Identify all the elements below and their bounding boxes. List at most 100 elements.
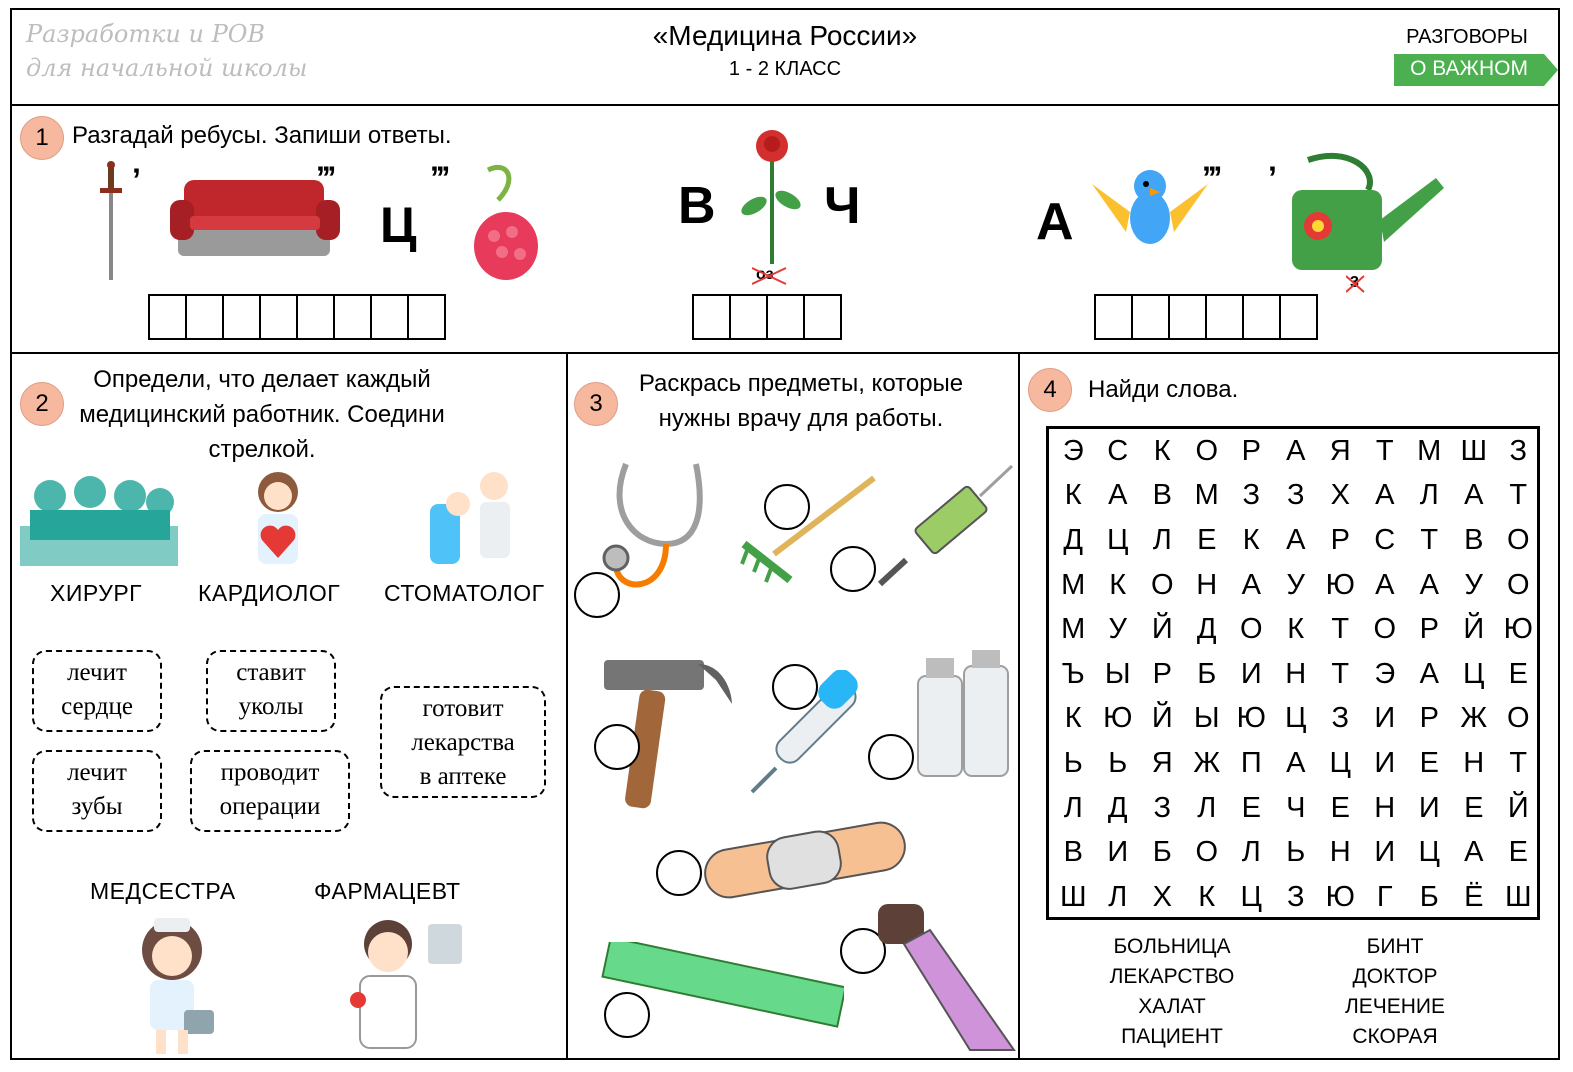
grid-letter[interactable]: Я [1151, 746, 1173, 779]
answer-cell[interactable] [407, 294, 446, 340]
grid-letter[interactable]: Р [1330, 523, 1350, 556]
grid-letter[interactable]: Р [1419, 613, 1439, 646]
grid-letter[interactable]: Н [1463, 746, 1485, 779]
answer-cell[interactable] [259, 294, 298, 340]
grid-letter[interactable]: Т [1420, 523, 1439, 556]
grid-letter[interactable]: А [1286, 746, 1306, 779]
grid-letter[interactable]: Ш [1460, 434, 1488, 467]
grid-letter[interactable]: Ь [1108, 746, 1128, 779]
grid-letter[interactable]: Ю [1325, 568, 1355, 601]
grid-letter[interactable]: В [1063, 836, 1083, 869]
grid-letter[interactable]: М [1061, 568, 1086, 601]
grid-letter[interactable]: У [1286, 568, 1305, 601]
color-circle-ruler[interactable] [604, 992, 650, 1038]
grid-letter[interactable]: К [1064, 479, 1082, 512]
grid-letter[interactable]: А [1464, 479, 1484, 512]
grid-letter[interactable]: Ъ [1061, 657, 1085, 690]
grid-letter[interactable]: А [1375, 479, 1395, 512]
grid-letter[interactable]: К [1198, 880, 1216, 913]
grid-letter[interactable]: У [1108, 613, 1127, 646]
grid-letter[interactable]: З [1331, 702, 1350, 735]
grid-letter[interactable]: К [1242, 523, 1260, 556]
grid-letter[interactable]: Й [1507, 791, 1529, 824]
grid-letter[interactable]: Д [1063, 523, 1084, 556]
answer-cell[interactable] [296, 294, 335, 340]
grid-letter[interactable]: Р [1241, 434, 1261, 467]
grid-letter[interactable]: Е [1508, 657, 1528, 690]
grid-letter[interactable]: Т [1331, 657, 1350, 690]
grid-letter[interactable]: Л [1197, 791, 1217, 824]
grid-letter[interactable]: Ё [1464, 880, 1484, 913]
grid-letter[interactable]: Т [1509, 746, 1528, 779]
grid-letter[interactable]: Ц [1418, 836, 1440, 869]
grid-letter[interactable]: Ю [1103, 702, 1133, 735]
grid-letter[interactable]: З [1153, 791, 1172, 824]
action-box-pharmacy[interactable]: готовит лекарства в аптеке [380, 686, 546, 798]
grid-letter[interactable]: Б [1197, 657, 1217, 690]
grid-letter[interactable]: Л [1419, 479, 1439, 512]
grid-letter[interactable]: О [1239, 613, 1263, 646]
answer-cell[interactable] [370, 294, 409, 340]
color-circle-stethoscope[interactable] [574, 572, 620, 618]
color-circle-vials[interactable] [868, 734, 914, 780]
grid-letter[interactable]: К [1064, 702, 1082, 735]
grid-letter[interactable]: Э [1062, 434, 1084, 467]
grid-letter[interactable]: М [1417, 434, 1442, 467]
grid-letter[interactable]: А [1464, 836, 1484, 869]
grid-letter[interactable]: Ь [1286, 836, 1306, 869]
grid-letter[interactable]: Б [1152, 836, 1172, 869]
grid-letter[interactable]: Н [1329, 836, 1351, 869]
grid-letter[interactable]: И [1418, 791, 1440, 824]
grid-letter[interactable]: А [1419, 657, 1439, 690]
grid-letter[interactable]: Б [1419, 880, 1439, 913]
grid-letter[interactable]: Х [1152, 880, 1172, 913]
grid-letter[interactable]: М [1194, 479, 1219, 512]
grid-letter[interactable]: О [1195, 434, 1219, 467]
grid-letter[interactable]: З [1242, 479, 1261, 512]
grid-letter[interactable]: Ч [1286, 791, 1306, 824]
answer-cell[interactable] [185, 294, 224, 340]
grid-letter[interactable]: З [1286, 880, 1305, 913]
grid-letter[interactable]: Л [1063, 791, 1083, 824]
grid-letter[interactable]: П [1240, 746, 1262, 779]
answer-cell[interactable] [692, 294, 731, 340]
grid-letter[interactable]: Е [1241, 791, 1261, 824]
grid-letter[interactable]: О [1506, 568, 1530, 601]
action-box-injections[interactable]: ставит уколы [206, 650, 336, 732]
answer-cell[interactable] [1168, 294, 1207, 340]
grid-letter[interactable]: Ю [1503, 613, 1533, 646]
grid-letter[interactable]: О [1150, 568, 1174, 601]
grid-letter[interactable]: Й [1151, 613, 1173, 646]
grid-letter[interactable]: Е [1508, 836, 1528, 869]
grid-letter[interactable]: Р [1419, 702, 1439, 735]
answer-cell[interactable] [148, 294, 187, 340]
answer-boxes-1[interactable] [148, 294, 446, 340]
grid-letter[interactable]: Ш [1504, 880, 1532, 913]
grid-letter[interactable]: Ю [1236, 702, 1266, 735]
answer-boxes-3[interactable] [1094, 294, 1318, 340]
grid-letter[interactable]: А [1375, 568, 1395, 601]
grid-letter[interactable]: Ы [1193, 702, 1220, 735]
grid-letter[interactable]: А [1286, 523, 1306, 556]
action-box-heart[interactable]: лечит сердце [32, 650, 162, 732]
grid-letter[interactable]: К [1287, 613, 1305, 646]
grid-letter[interactable]: З [1286, 479, 1305, 512]
grid-letter[interactable]: Т [1509, 479, 1528, 512]
grid-letter[interactable]: Г [1376, 880, 1393, 913]
grid-letter[interactable]: Е [1419, 746, 1439, 779]
grid-letter[interactable]: К [1109, 568, 1127, 601]
grid-letter[interactable]: Ц [1240, 880, 1262, 913]
color-circle-bandage[interactable] [656, 850, 702, 896]
grid-letter[interactable]: Й [1151, 702, 1173, 735]
grid-letter[interactable]: К [1153, 434, 1171, 467]
answer-cell[interactable] [1242, 294, 1281, 340]
action-box-operations[interactable]: проводит операции [190, 750, 350, 832]
grid-letter[interactable]: Д [1196, 613, 1217, 646]
grid-letter[interactable]: Я [1329, 434, 1351, 467]
grid-letter[interactable]: Л [1241, 836, 1261, 869]
grid-letter[interactable]: Ж [1193, 746, 1221, 779]
grid-letter[interactable]: С [1107, 434, 1129, 467]
grid-letter[interactable]: Е [1197, 523, 1217, 556]
grid-letter[interactable]: Ь [1063, 746, 1083, 779]
color-circle-thermometer[interactable] [772, 664, 818, 710]
